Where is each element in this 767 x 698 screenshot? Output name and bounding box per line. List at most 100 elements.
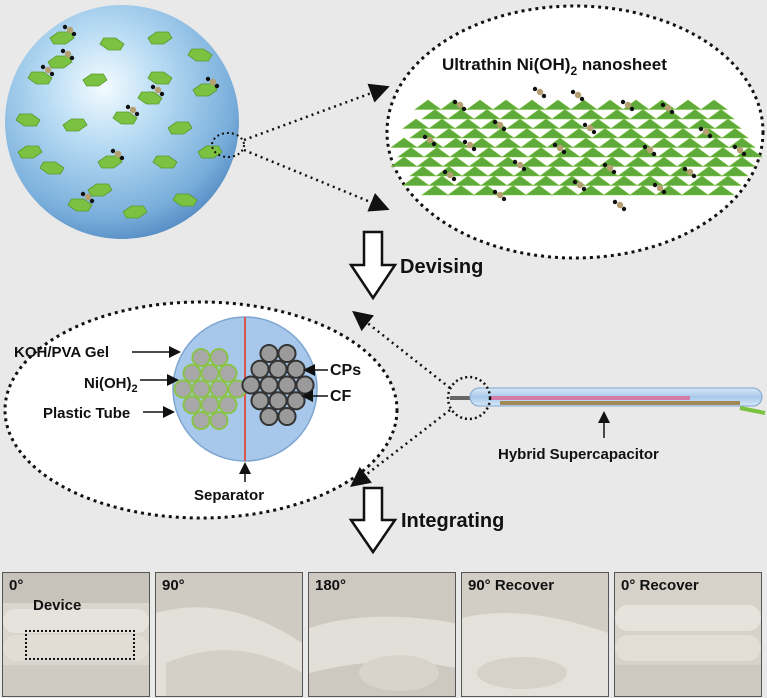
molecule-atom xyxy=(452,99,458,105)
nanosheet-triangle xyxy=(655,109,683,120)
nanosheet-triangle xyxy=(473,109,501,120)
nanosheet-hexagon xyxy=(167,121,193,135)
nanosheet-triangle xyxy=(669,128,697,139)
carbon-fiber xyxy=(277,375,297,395)
molecule-atom xyxy=(501,126,507,132)
angle-label: 0° Recover xyxy=(621,577,699,594)
molecule-atom xyxy=(652,182,658,188)
nanosheet-triangle xyxy=(695,166,723,177)
carbon-fiber-bundle xyxy=(241,343,315,427)
nioh-coated-fiber xyxy=(209,347,229,368)
molecule-atom xyxy=(512,159,518,165)
nanosheet-triangle xyxy=(674,99,702,110)
nioh-coated-fiber xyxy=(209,410,229,431)
nanosheet-hexagon xyxy=(97,155,123,169)
molecule-atom xyxy=(732,144,738,150)
nanosheet-triangle xyxy=(721,128,749,139)
molecule-atom xyxy=(707,133,713,139)
nanosheet-triangle xyxy=(643,128,671,139)
molecule-atom xyxy=(114,150,122,158)
molecule-atom xyxy=(736,146,744,154)
molecule-atom xyxy=(69,55,75,61)
nanosheet-triangle xyxy=(421,185,449,196)
schematic-diagram: Ultrathin Ni(OH)2 nanosheet Devising KOH… xyxy=(3,4,766,555)
nanosheet-triangle xyxy=(591,128,619,139)
molecule-atom xyxy=(669,109,675,115)
molecule-atom xyxy=(426,136,434,144)
molecule-atom xyxy=(616,201,624,209)
nanosheet-triangle xyxy=(610,118,638,129)
nanosheet-triangle xyxy=(584,175,612,186)
device-highlight-box xyxy=(25,630,135,660)
sphere-group xyxy=(5,5,245,239)
nanosheet-triangle xyxy=(688,175,716,186)
molecule-atom xyxy=(656,184,664,192)
molecule-atom xyxy=(456,101,464,109)
nanosheet-hexagon xyxy=(172,193,198,207)
nanosheet-triangle xyxy=(553,147,581,158)
nanosheet-hexagon xyxy=(82,73,108,87)
nanosheet-hexagon xyxy=(99,37,125,51)
nanosheet-triangle xyxy=(610,175,638,186)
molecule-atom xyxy=(624,101,632,109)
nanosheet-triangle xyxy=(416,156,444,167)
nanosheet-triangle xyxy=(532,175,560,186)
molecule-atom xyxy=(49,71,55,77)
nanosheet-triangle xyxy=(447,185,475,196)
nanosheet-triangle xyxy=(468,156,496,167)
nanosheet-triangle xyxy=(572,137,600,148)
nanosheet-triangle xyxy=(402,175,430,186)
nanosheet-triangle xyxy=(650,156,678,167)
nanosheet-hexagon xyxy=(192,83,218,97)
nanosheet-triangle xyxy=(487,166,515,177)
molecule-atom xyxy=(621,206,627,212)
carbon-fiber xyxy=(259,375,279,395)
glove-photo xyxy=(309,573,455,696)
carbon-fiber xyxy=(277,343,297,364)
nanosheet-hexagon xyxy=(15,113,41,127)
nanosheet-triangle xyxy=(527,147,555,158)
molecule-atom xyxy=(581,186,587,192)
molecule-atom xyxy=(664,104,672,112)
hybrid-supercapacitor-device xyxy=(450,387,766,415)
nanosheet-triangle xyxy=(603,185,631,196)
nanosheet-triangle xyxy=(539,166,567,177)
nanosheet-triangle xyxy=(428,118,456,129)
nanosheet-triangle xyxy=(695,128,723,139)
nanosheet-triangle xyxy=(707,109,735,120)
molecule-atom xyxy=(40,64,46,70)
molecule-atom xyxy=(741,151,747,157)
nanosheet-triangle xyxy=(525,185,553,196)
nanosheet-triangle xyxy=(435,128,463,139)
molecule-atom xyxy=(451,176,457,182)
nanosheet-triangle xyxy=(513,128,541,139)
nanosheet-triangle xyxy=(579,147,607,158)
molecule-atom xyxy=(159,91,165,97)
nanosheet-triangle xyxy=(475,147,503,158)
nanosheet-triangle xyxy=(617,128,645,139)
nanosheet-triangle xyxy=(721,166,749,177)
nioh-coated-fiber xyxy=(200,363,220,383)
molecule-atom xyxy=(492,189,498,195)
molecule-atom xyxy=(80,191,86,197)
photo-90-recover: 90° Recover xyxy=(461,572,609,697)
molecule-atom xyxy=(466,141,474,149)
nanosheet-triangle xyxy=(598,137,626,148)
nanosheet-triangle xyxy=(714,118,742,129)
molecule-atom xyxy=(521,166,527,172)
nanosheet-triangle xyxy=(501,147,529,158)
nanosheet-triangle xyxy=(409,128,437,139)
nanosheet-triangle xyxy=(428,175,456,186)
nanosheet-triangle xyxy=(423,147,451,158)
nanosheet-triangle xyxy=(421,109,449,120)
nanosheet-triangle xyxy=(520,137,548,148)
nanosheet-triangle xyxy=(480,175,508,186)
nanosheet-triangle xyxy=(487,128,515,139)
carbon-fiber xyxy=(241,375,261,395)
molecule-atom xyxy=(209,78,217,86)
molecule-atom xyxy=(134,111,140,117)
nanosheet-triangle xyxy=(461,166,489,177)
devising-arrow xyxy=(348,230,398,301)
nioh-coated-fiber xyxy=(182,395,202,415)
nanosheet-triangle xyxy=(494,137,522,148)
